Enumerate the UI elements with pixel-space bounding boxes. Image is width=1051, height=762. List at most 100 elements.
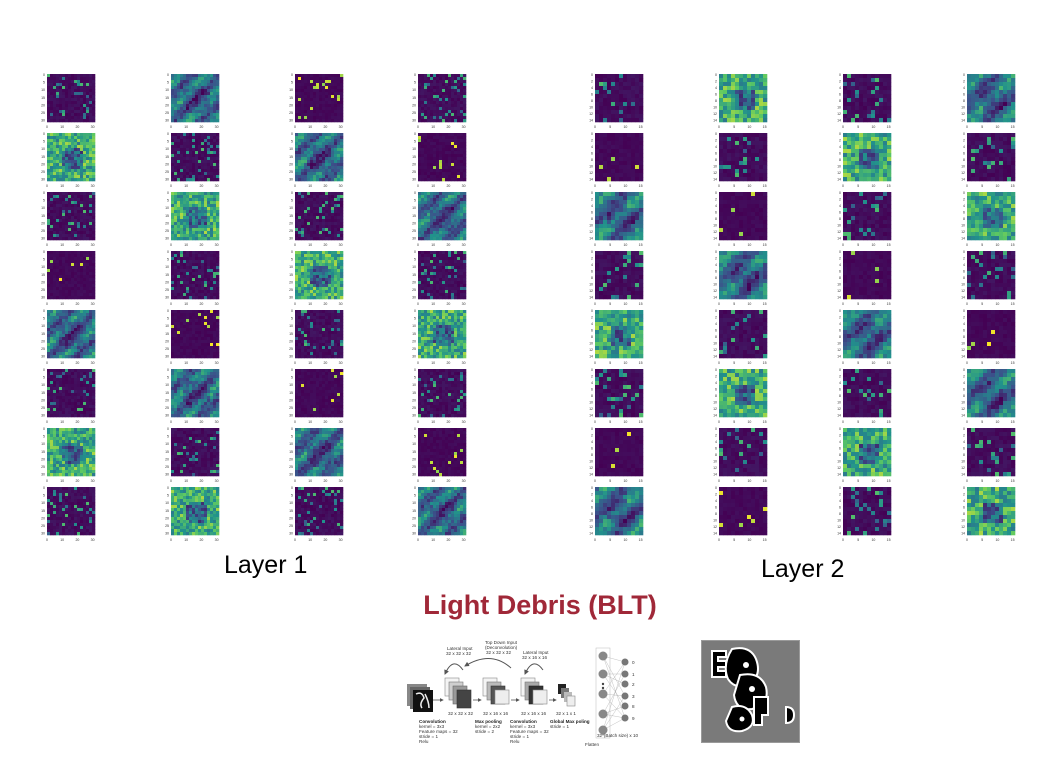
y-tick-label: 20 [412,457,416,461]
stage-4-size: 32 x 1 x 1 [556,711,576,716]
x-tick-label: 10 [995,420,999,424]
x-tick-label: 20 [323,420,327,424]
y-tick-label: 6 [715,270,717,274]
y-tick-label: 25 [289,524,293,528]
lateral-size-2: 32 x 16 x 16 [522,655,547,660]
y-tick-label: 14 [589,473,593,477]
y-tick-label: 25 [412,465,416,469]
y-tick-label: 6 [839,270,841,274]
y-tick-label: 4 [963,499,965,503]
conv1-line: kernel = 3x3 [419,724,445,729]
y-tick-label: 4 [839,204,841,208]
x-tick-label: 0 [294,538,296,542]
y-tick-label: 0 [167,191,169,195]
y-tick-label: 0 [414,191,416,195]
x-tick-label: 0 [966,420,968,424]
x-tick-label: 0 [966,479,968,483]
x-tick-label: 20 [199,125,203,129]
y-tick-label: 4 [591,381,593,385]
y-tick-label: 8 [963,217,965,221]
y-tick-label: 0 [963,73,965,77]
y-tick-label: 30 [289,355,293,359]
y-tick-label: 20 [289,339,293,343]
y-tick-label: 4 [839,499,841,503]
y-tick-label: 5 [291,317,293,321]
y-tick-label: 14 [713,178,717,182]
y-tick-label: 0 [715,250,717,254]
x-tick-label: 10 [995,538,999,542]
y-tick-label: 10 [412,501,416,505]
y-tick-label: 25 [289,465,293,469]
y-tick-label: 15 [412,96,416,100]
y-tick-label: 4 [839,381,841,385]
y-tick-label: 8 [715,158,717,162]
y-tick-label: 30 [289,119,293,123]
x-tick-label: 0 [594,184,596,188]
y-tick-label: 30 [289,532,293,536]
x-tick-label: 15 [887,243,891,247]
x-tick-label: 0 [718,361,720,365]
y-tick-label: 0 [43,132,45,136]
x-tick-label: 10 [60,184,64,188]
dense-network [595,647,629,739]
conv-stage-2-stack [520,677,548,705]
x-tick-label: 10 [431,420,435,424]
y-tick-label: 2 [963,434,965,438]
x-tick-label: 0 [417,243,419,247]
y-tick-label: 8 [715,394,717,398]
gmp-title: Global Max poling [550,719,590,724]
x-tick-label: 15 [763,125,767,129]
y-tick-label: 0 [291,191,293,195]
y-tick-label: 4 [839,263,841,267]
x-tick-label: 15 [763,420,767,424]
y-tick-label: 6 [591,329,593,333]
y-tick-label: 10 [837,401,841,405]
y-tick-label: 4 [839,145,841,149]
y-tick-label: 2 [715,139,717,143]
y-tick-label: 10 [41,147,45,151]
y-tick-label: 15 [289,332,293,336]
x-tick-label: 10 [747,302,751,306]
y-tick-label: 5 [291,435,293,439]
y-tick-label: 5 [43,435,45,439]
y-tick-label: 5 [43,140,45,144]
y-tick-label: 0 [839,132,841,136]
x-tick-label: 10 [184,302,188,306]
x-tick-label: 5 [609,479,611,483]
y-tick-label: 30 [165,119,169,123]
y-tick-label: 4 [715,499,717,503]
y-tick-label: 5 [167,258,169,262]
x-tick-label: 0 [294,184,296,188]
x-tick-label: 20 [323,184,327,188]
x-tick-label: 30 [215,538,219,542]
y-tick-label: 10 [289,88,293,92]
x-tick-label: 5 [609,420,611,424]
y-tick-label: 14 [961,296,965,300]
y-tick-label: 10 [289,383,293,387]
y-tick-label: 15 [41,155,45,159]
y-tick-label: 14 [837,178,841,182]
y-tick-label: 8 [591,512,593,516]
y-tick-label: 8 [839,453,841,457]
y-tick-label: 5 [291,199,293,203]
x-tick-label: 5 [857,479,859,483]
x-tick-label: 15 [887,302,891,306]
y-tick-label: 0 [591,309,593,313]
deconvolution-label: (Deconvolution) [485,645,518,650]
x-tick-label: 20 [446,302,450,306]
y-tick-label: 25 [165,524,169,528]
y-tick-label: 0 [591,486,593,490]
y-tick-label: 20 [289,162,293,166]
y-tick-label: 0 [291,132,293,136]
y-tick-label: 0 [591,191,593,195]
stage-1-size: 32 x 32 x 32 [448,711,473,716]
